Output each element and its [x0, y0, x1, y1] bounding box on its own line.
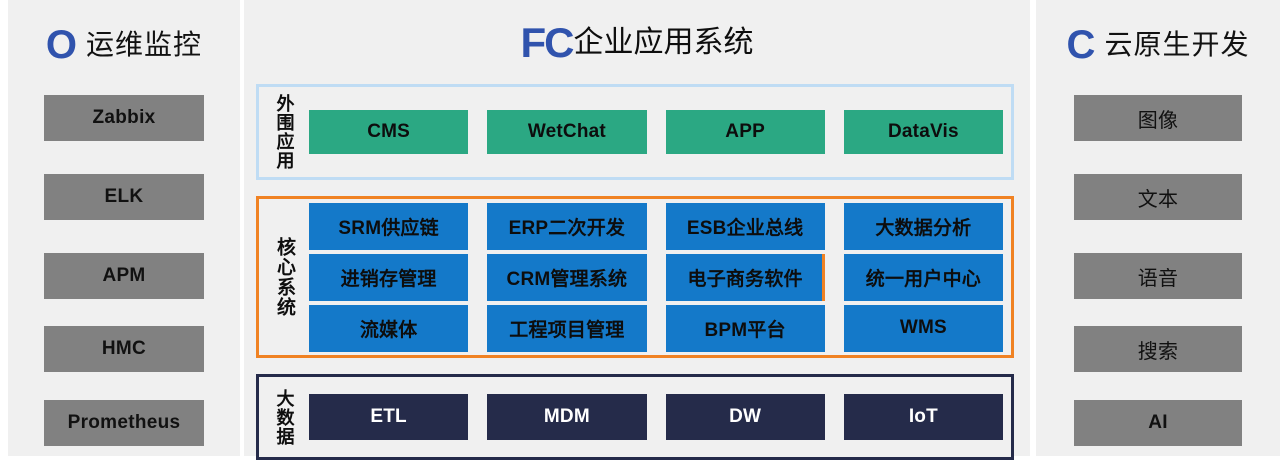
app-datavis[interactable]: DataVis	[843, 110, 1003, 154]
section-body-core-systems: SRM供应链 ERP二次开发 ESB企业总线 大数据分析 进销存管理 CRM管理…	[309, 199, 1011, 355]
sidebar-item-elk[interactable]: ELK	[44, 174, 204, 220]
app-wetchat[interactable]: WetChat	[487, 110, 647, 154]
section-label-big-data: 大数据	[274, 388, 295, 446]
core-bpm[interactable]: BPM平台	[665, 304, 825, 352]
app-app[interactable]: APP	[665, 110, 825, 154]
bigdata-dw[interactable]: DW	[665, 394, 825, 440]
bigdata-iot[interactable]: IoT	[843, 394, 1003, 440]
fc-logo-icon: FC	[520, 19, 575, 66]
core-systems-row-3: 流媒体 工程项目管理 BPM平台 WMS	[309, 304, 1003, 352]
core-bigdata-analysis[interactable]: 大数据分析	[843, 202, 1003, 250]
sidebar-item-text[interactable]: 文本	[1074, 174, 1242, 220]
section-label-outer-apps: 外围应用	[274, 94, 295, 170]
section-body-big-data: ETL MDM DW IoT	[309, 377, 1011, 457]
cloud-native-logo-icon: C	[1066, 23, 1096, 67]
sidebar-item-prometheus[interactable]: Prometheus	[44, 400, 204, 446]
center-panel: FC 企业应用系统 外围应用 CMS WetChat APP DataVis 核…	[244, 0, 1030, 460]
core-project-mgmt[interactable]: 工程项目管理	[487, 304, 647, 352]
section-body-outer-apps: CMS WetChat APP DataVis	[309, 87, 1011, 177]
core-crm[interactable]: CRM管理系统	[487, 253, 647, 301]
sidebar-item-ai[interactable]: AI	[1074, 400, 1242, 446]
left-sidebar-title: 运维监控	[86, 29, 203, 60]
section-outer-apps: 外围应用 CMS WetChat APP DataVis	[256, 84, 1014, 180]
right-sidebar-title: 云原生开发	[1104, 29, 1250, 60]
sidebar-item-search[interactable]: 搜索	[1074, 326, 1242, 372]
sidebar-item-hmc[interactable]: HMC	[44, 326, 204, 372]
section-core-systems: 核心系统 SRM供应链 ERP二次开发 ESB企业总线 大数据分析 进销存管理 …	[256, 196, 1014, 358]
core-erp[interactable]: ERP二次开发	[487, 202, 647, 250]
right-sidebar-header: C 云原生开发	[1036, 16, 1280, 74]
sidebar-item-image[interactable]: 图像	[1074, 95, 1242, 141]
core-streaming[interactable]: 流媒体	[309, 304, 469, 352]
center-panel-header: FC 企业应用系统	[244, 12, 1030, 74]
core-ecommerce[interactable]: 电子商务软件	[665, 253, 825, 301]
bigdata-mdm[interactable]: MDM	[487, 394, 647, 440]
left-sidebar: O 运维监控 Zabbix ELK APM HMC Prometheus	[8, 0, 240, 456]
core-wms[interactable]: WMS	[843, 304, 1003, 352]
core-esb[interactable]: ESB企业总线	[665, 202, 825, 250]
sidebar-item-apm[interactable]: APM	[44, 253, 204, 299]
core-inventory[interactable]: 进销存管理	[309, 253, 469, 301]
outer-apps-row: CMS WetChat APP DataVis	[309, 110, 1003, 154]
center-panel-title: 企业应用系统	[573, 26, 754, 59]
ops-logo-icon: O	[45, 23, 77, 67]
core-systems-row-2: 进销存管理 CRM管理系统 电子商务软件 统一用户中心	[309, 253, 1003, 301]
sidebar-item-zabbix[interactable]: Zabbix	[44, 95, 204, 141]
core-srm[interactable]: SRM供应链	[309, 202, 469, 250]
core-systems-row-1: SRM供应链 ERP二次开发 ESB企业总线 大数据分析	[309, 202, 1003, 250]
right-sidebar: C 云原生开发 图像 文本 语音 搜索 AI	[1036, 0, 1280, 456]
app-cms[interactable]: CMS	[309, 110, 469, 154]
core-user-center[interactable]: 统一用户中心	[843, 253, 1003, 301]
section-big-data: 大数据 ETL MDM DW IoT	[256, 374, 1014, 460]
bigdata-etl[interactable]: ETL	[309, 394, 469, 440]
big-data-row: ETL MDM DW IoT	[309, 394, 1003, 440]
left-sidebar-header: O 运维监控	[8, 16, 240, 74]
section-label-core-systems: 核心系统	[273, 237, 295, 317]
sidebar-item-voice[interactable]: 语音	[1074, 253, 1242, 299]
